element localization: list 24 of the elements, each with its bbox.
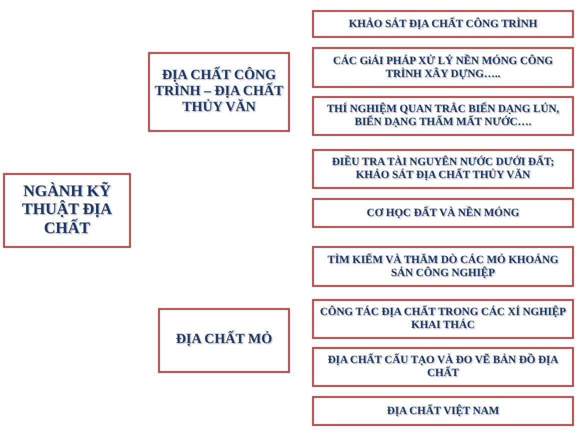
topic-label: NGÀNH KỸ THUẬT ĐỊA CHẤT	[21, 182, 113, 238]
topic-box	[312, 246, 574, 287]
topic-box	[3, 173, 131, 248]
topic-label: ĐỊA CHẤT CÔNG TRÌNH – ĐỊA CHẤT THỦY VĂN	[154, 68, 284, 116]
topic-label: CÔNG TÁC ĐỊA CHẤT TRONG CÁC XÍ NGHIỆP KHAI THÁC	[318, 306, 567, 332]
topic-box	[148, 52, 290, 132]
topic-box	[312, 10, 574, 38]
topic-label: TÌM KIẾM VÀ THĂM DÒ CÁC MỎ KHOÁNG SẢN CÔNG NGHIỆP	[326, 254, 560, 280]
topic-label: ĐỊA CHẤT MỎ	[176, 332, 272, 349]
topic-box	[312, 149, 574, 189]
topic-label: ĐỊA CHẤT CẤU TẠO VÀ ĐO VẼ BẢN ĐỒ ĐỊA CHẤT	[326, 354, 560, 380]
topic-label: CƠ HỌC ĐẤT VÀ NỀN MÓNG	[366, 206, 520, 220]
topic-box	[158, 308, 290, 373]
topic-label: ĐỊA CHẤT VIỆT NAM	[386, 404, 500, 418]
topic-label: ĐIỀU TRA TÀI NGUYÊN NƯỚC DƯỚI ĐẤT; KHẢO SÁT ĐỊA CHẤT THỦY VĂN	[330, 156, 556, 182]
topic-box	[312, 198, 574, 228]
topic-box	[312, 96, 574, 136]
topic-label: CÁC GiẢI PHÁP XỬ LÝ NỀN MÓNG CÔNG TRÌNH XÂY DỰNG…..	[332, 54, 554, 80]
topic-box	[312, 299, 574, 339]
topic-label: KHẢO SÁT ĐỊA CHẤT CÔNG TRÌNH	[348, 18, 538, 30]
topic-box	[312, 396, 574, 426]
topic-label: THÍ NGHIỆM QUAN TRẮC BIẾN DẠNG LÚN, BIẾN DẠNG THẤM MẤT NƯỚC….	[326, 103, 560, 129]
topic-box	[312, 47, 574, 88]
topic-box	[312, 347, 574, 387]
